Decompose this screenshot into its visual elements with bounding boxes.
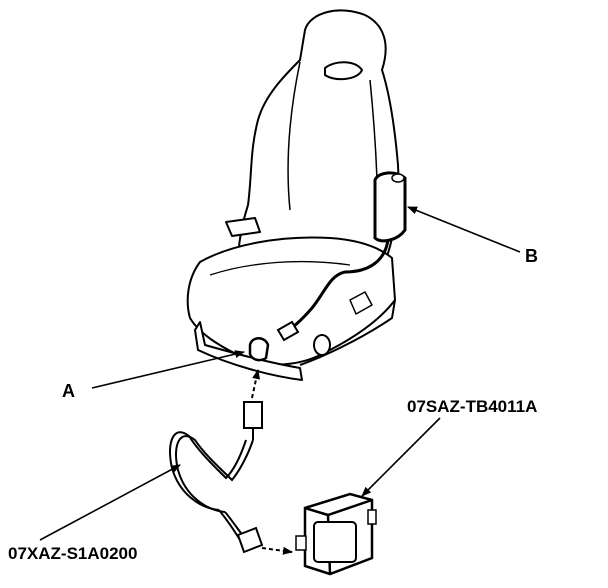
seat-frame — [194, 321, 303, 381]
leader-b — [407, 206, 521, 253]
side-airbag-module — [373, 171, 407, 243]
connector-a — [248, 337, 270, 362]
harness-connector — [276, 320, 300, 342]
seat-cushion — [186, 236, 396, 366]
airbag-connector — [391, 173, 405, 183]
callout-a: A — [62, 381, 75, 401]
airbag-harness — [281, 239, 390, 336]
seat — [186, 9, 400, 381]
tool-harness-connector — [243, 401, 263, 429]
recline-knob — [313, 334, 331, 356]
simulator-unit — [295, 492, 377, 576]
leader-a — [91, 350, 245, 389]
leader-tool-harness — [39, 464, 181, 541]
leader-tool-unit — [361, 417, 441, 497]
headrest-opening — [324, 61, 363, 81]
callout-tool-unit: 07SAZ-TB4011A — [407, 397, 538, 416]
harness-end-connector — [236, 526, 264, 554]
callout-b: B — [525, 246, 538, 266]
coiled-tool-harness — [168, 431, 254, 541]
seat-belt-buckle — [225, 217, 261, 237]
callout-tool-harness: 07XAZ-S1A0200 — [8, 544, 138, 563]
